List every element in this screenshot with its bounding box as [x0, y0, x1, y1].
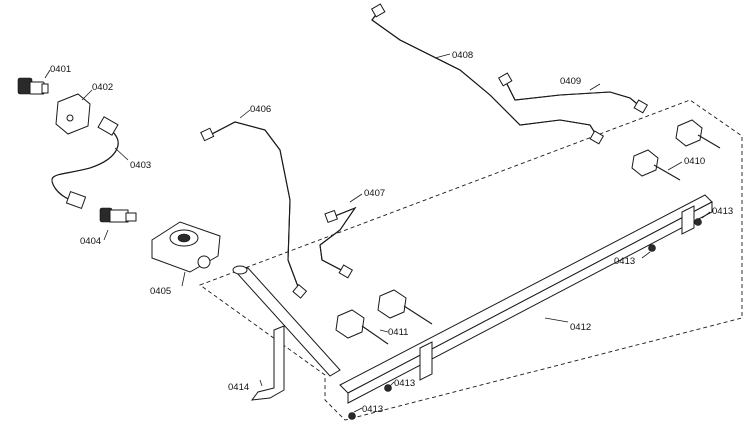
- part-0409-tube: [497, 72, 649, 114]
- label-0404: 0404: [80, 236, 101, 247]
- label-0413-c: 0413: [394, 378, 415, 389]
- label-0403: 0403: [130, 160, 151, 171]
- label-0410: 0410: [684, 156, 705, 167]
- part-0405-regulator: [151, 221, 221, 287]
- label-0406: 0406: [250, 104, 271, 115]
- part-0408-tube: [370, 3, 605, 145]
- label-0409: 0409: [560, 76, 581, 87]
- part-0412-manifold: [339, 194, 713, 404]
- part-0402-bracket: [55, 89, 93, 135]
- label-0405: 0405: [150, 286, 171, 297]
- part-0403-flex-hose: [51, 116, 129, 210]
- part-0401-fitting: [17, 69, 51, 95]
- part-0413-screws: [348, 211, 711, 420]
- part-0406-tube: [200, 109, 308, 299]
- part-0414-bracket: [232, 265, 341, 401]
- label-0413-a: 0413: [712, 206, 733, 217]
- label-0411: 0411: [388, 327, 408, 338]
- part-0407-tube: [319, 193, 363, 279]
- part-0410-valves: [631, 119, 721, 181]
- label-0408: 0408: [452, 50, 473, 61]
- label-0414: 0414: [228, 382, 249, 393]
- label-0407: 0407: [364, 188, 385, 199]
- assembly-boundary: [199, 99, 743, 421]
- part-0404-connector: [99, 207, 137, 241]
- part-0411-valves: [335, 289, 433, 345]
- label-0413-d: 0413: [362, 404, 383, 415]
- label-0412: 0412: [570, 322, 591, 333]
- label-0413-b: 0413: [614, 256, 635, 267]
- label-0401: 0401: [50, 64, 71, 75]
- label-0402: 0402: [92, 82, 113, 93]
